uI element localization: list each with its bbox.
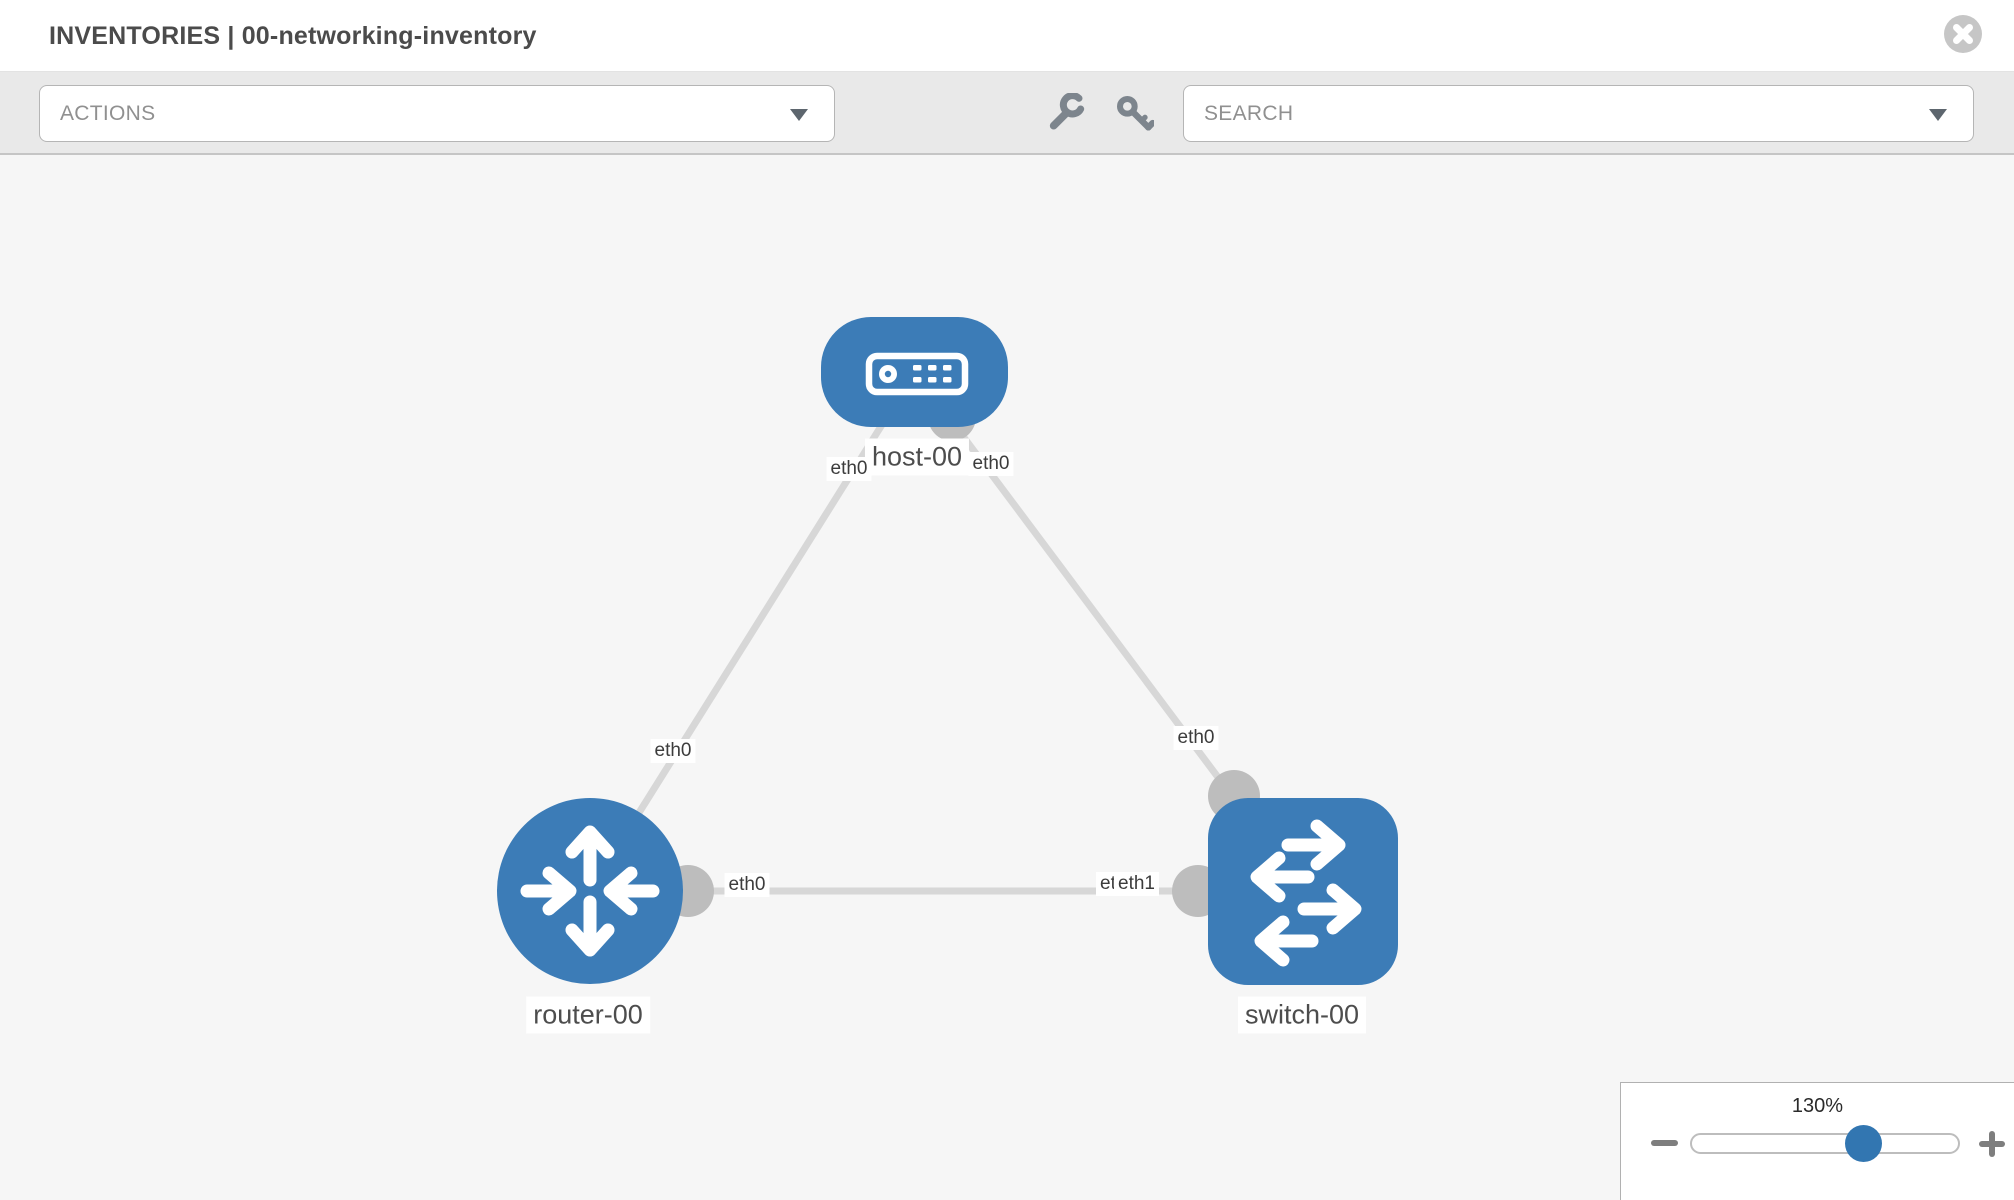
actions-dropdown[interactable]: ACTIONS [39, 85, 835, 142]
wrench-icon [1049, 91, 1085, 130]
credentials-tool-button[interactable] [1112, 92, 1156, 136]
topology-canvas[interactable]: host-00 router-00 switch-00 eth0 eth0 et… [0, 155, 2014, 1200]
iface-label-router-to-switch: eth0 [724, 873, 770, 897]
search-dropdown-label: SEARCH [1204, 101, 1294, 125]
iface-label-switch-to-host: eth0 [1173, 726, 1219, 750]
actions-dropdown-label: ACTIONS [60, 101, 156, 125]
node-switch[interactable] [1208, 798, 1398, 985]
page-title: INVENTORIES | 00-networking-inventory [49, 22, 537, 50]
zoom-control-panel: 130% [1620, 1082, 2014, 1200]
iface-label-host-to-switch: eth0 [968, 452, 1014, 476]
chevron-down-icon [1929, 108, 1947, 121]
close-icon [1953, 24, 1973, 44]
chevron-down-icon [790, 108, 808, 121]
zoom-slider-track[interactable] [1690, 1133, 1960, 1154]
header: INVENTORIES | 00-networking-inventory [0, 0, 2014, 72]
node-host[interactable] [821, 317, 1008, 427]
iface-label-host-to-router: eth0 [826, 457, 872, 481]
host-icon [865, 352, 969, 396]
close-button[interactable] [1944, 15, 1982, 53]
configure-tool-button[interactable] [1044, 91, 1088, 136]
search-dropdown[interactable]: SEARCH [1183, 85, 1974, 142]
node-router[interactable] [497, 798, 683, 984]
toolbar: ACTIONS SEARCH [0, 72, 2014, 155]
router-icon [520, 825, 660, 957]
zoom-slider-thumb[interactable] [1845, 1125, 1882, 1162]
iface-label-switch-eth1: eth1 [1114, 872, 1159, 896]
zoom-level-value: 130% [1791, 1095, 1844, 1117]
node-label-host: host-00 [864, 438, 970, 476]
node-label-switch: switch-00 [1237, 996, 1367, 1034]
iface-label-router-to-host: eth0 [650, 739, 696, 763]
switch-icon [1250, 819, 1362, 967]
zoom-out-button[interactable] [1651, 1140, 1678, 1146]
key-icon [1116, 95, 1156, 131]
zoom-in-button[interactable] [1978, 1130, 2006, 1158]
node-label-router: router-00 [526, 996, 650, 1034]
plus-icon [1989, 1131, 1995, 1157]
